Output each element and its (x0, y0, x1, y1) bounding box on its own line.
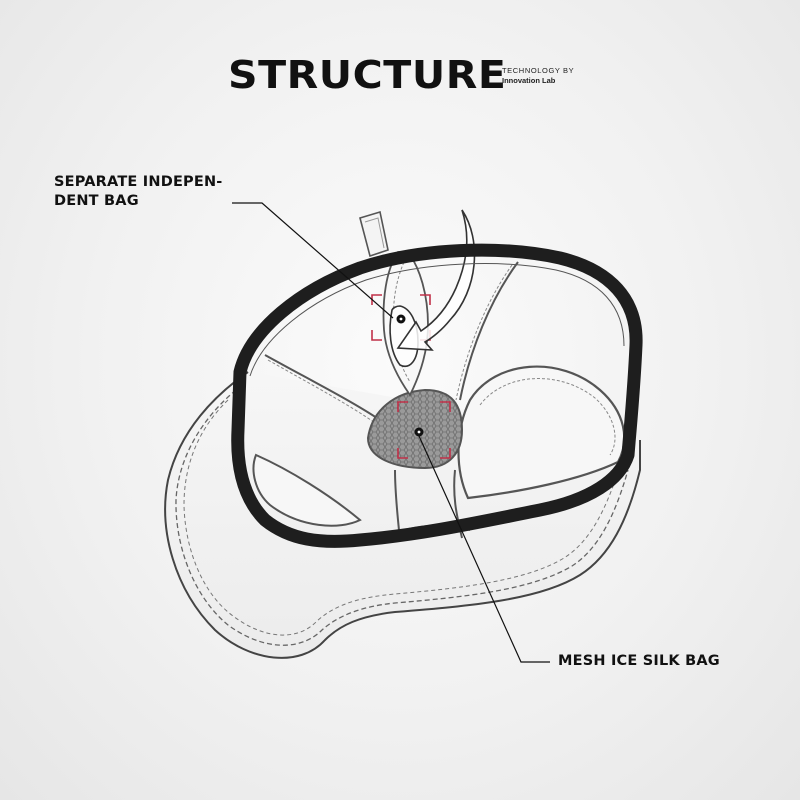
technology-by-text: TECHNOLOGY BY (502, 66, 575, 75)
curved-arrow-icon (396, 209, 476, 351)
garment-tag (359, 210, 389, 258)
separate-bag-leader-line (232, 202, 394, 319)
mesh-bag-corner-markers (397, 401, 451, 459)
mesh-ice-silk-bag (366, 388, 464, 470)
innovation-lab-text: Innovation Lab (502, 76, 556, 85)
waistband (231, 243, 643, 548)
left-leg-opening (252, 453, 362, 527)
separate-bag-label: SEPARATE INDEPEN- DENT BAG (54, 173, 223, 211)
technology-credit: TECHNOLOGY BY Innovation Lab (502, 66, 574, 86)
separate-bag-label-line2: DENT BAG (54, 193, 139, 209)
front-panel-seam-right (459, 261, 519, 401)
header: STRUCTURE TECHNOLOGY BY Innovation Lab (228, 52, 574, 98)
mesh-bag-leader-line (418, 435, 550, 663)
separate-bag-label-line1: SEPARATE INDEPEN- (54, 174, 223, 190)
front-panel-seam-left (264, 354, 381, 421)
page-title: STRUCTURE (228, 53, 507, 97)
body-stitch-outer (175, 389, 629, 646)
mesh-bag-label: MESH ICE SILK BAG (558, 653, 720, 669)
